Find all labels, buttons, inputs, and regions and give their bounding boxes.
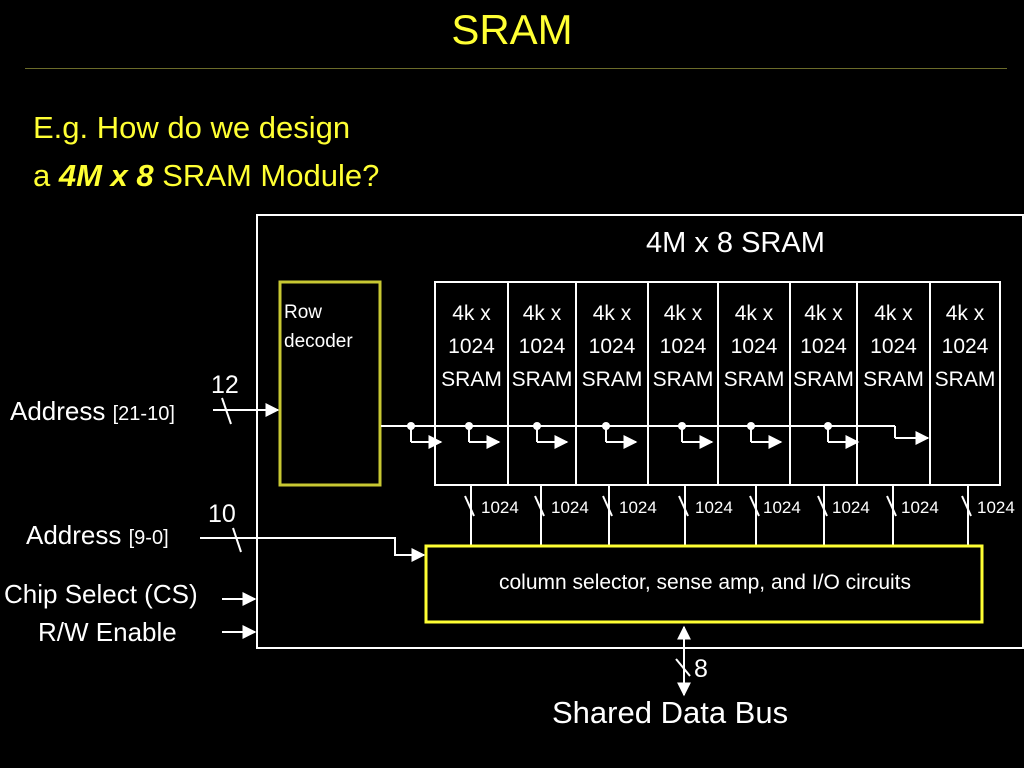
- address-high-slash: [221, 397, 232, 425]
- address-low-text: Address: [26, 520, 129, 550]
- sram-cell-text: SRAM: [934, 368, 996, 391]
- module-title: 4M x 8 SRAM: [646, 227, 825, 259]
- sram-cell-text: SRAM: [511, 368, 573, 391]
- chip-select-label: Chip Select (CS): [4, 579, 198, 609]
- module-outline: [256, 214, 1024, 649]
- data-bus-slash: [675, 658, 691, 677]
- cell-bus-lines: [464, 485, 972, 546]
- sram-cell-text: 1024: [941, 335, 989, 358]
- sram-cell-text: 1024: [518, 335, 566, 358]
- address-low-range: [9-0]: [128, 527, 169, 549]
- sram-cell-text: 4k x: [734, 302, 774, 325]
- cell-bus-slash: [749, 495, 760, 517]
- cell-bus-slash: [886, 495, 897, 517]
- sram-cell-text: 4k x: [522, 302, 562, 325]
- sram-cell-text: 4k x: [804, 302, 843, 325]
- sram-cell-text: 1024: [800, 335, 847, 358]
- bus-width-label: 1024: [763, 498, 801, 517]
- title-divider: [25, 68, 1007, 69]
- question-emphasis: 4M x 8: [58, 158, 154, 193]
- address-high-width: 12: [211, 371, 239, 399]
- sram-cell-text: 4k x: [592, 302, 632, 325]
- column-selector-box: [424, 544, 984, 624]
- bus-width-label: 1024: [481, 498, 519, 517]
- address-high-label: Address [21-10]: [10, 396, 175, 427]
- sram-cell-text: 4k x: [452, 302, 491, 325]
- sram-cell-text: 4k x: [874, 302, 913, 325]
- slide-title: SRAM: [451, 6, 573, 53]
- cell-bus-slash: [961, 495, 972, 517]
- question-prefix: a: [33, 158, 59, 193]
- data-bus-label: Shared Data Bus: [552, 695, 789, 730]
- column-selector-label: column selector, sense amp, and I/O circ…: [498, 571, 911, 594]
- row-decoder-box: [278, 280, 382, 487]
- sram-cell-text: 1024: [659, 335, 707, 358]
- sram-cell-text: 1024: [588, 335, 636, 358]
- address-low-label: Address [9-0]: [26, 520, 169, 551]
- bus-width-label: 1024: [901, 498, 939, 517]
- question-line-2: a 4M x 8 SRAM Module?: [33, 158, 379, 194]
- sram-cell-text: SRAM: [723, 368, 785, 391]
- question-line-1: E.g. How do we design: [33, 110, 351, 145]
- sram-cell-text: 4k x: [663, 302, 703, 325]
- bus-width-label: 1024: [695, 498, 733, 517]
- row-select-lines: [381, 422, 930, 449]
- bus-width-label: 1024: [619, 498, 657, 517]
- sram-cell-text: SRAM: [863, 368, 924, 391]
- sram-cell-text: SRAM: [652, 368, 714, 391]
- sram-cell-text: SRAM: [793, 368, 854, 391]
- data-bus-width: 8: [694, 655, 708, 683]
- question-suffix: SRAM Module?: [153, 158, 380, 193]
- address-low-slash: [232, 527, 242, 553]
- sram-cell-8: [929, 281, 1001, 486]
- sram-cell-text: SRAM: [441, 368, 502, 391]
- address-low-width: 10: [208, 500, 236, 528]
- sram-cell-text: SRAM: [581, 368, 643, 391]
- address-high-text: Address: [10, 396, 113, 426]
- sram-cell-text: 1024: [730, 335, 778, 358]
- cell-bus-slash: [602, 495, 613, 517]
- bus-width-label: 1024: [977, 498, 1015, 517]
- address-high-range: [21-10]: [112, 403, 175, 425]
- sram-cell-text: 1024: [448, 335, 495, 358]
- cell-bus-slash: [464, 495, 475, 517]
- sram-cell-text: 1024: [870, 335, 917, 358]
- cell-bus-slash: [534, 495, 545, 517]
- cell-bus-slash: [817, 495, 828, 517]
- sram-cell-text: 4k x: [945, 302, 985, 325]
- row-decoder-label: Row decoder: [284, 302, 353, 352]
- rw-enable-label: R/W Enable: [38, 617, 177, 647]
- bus-width-label: 1024: [832, 498, 870, 517]
- address-low-arrow: [200, 537, 426, 562]
- bus-width-label: 1024: [551, 498, 589, 517]
- cell-bus-slash: [678, 495, 689, 517]
